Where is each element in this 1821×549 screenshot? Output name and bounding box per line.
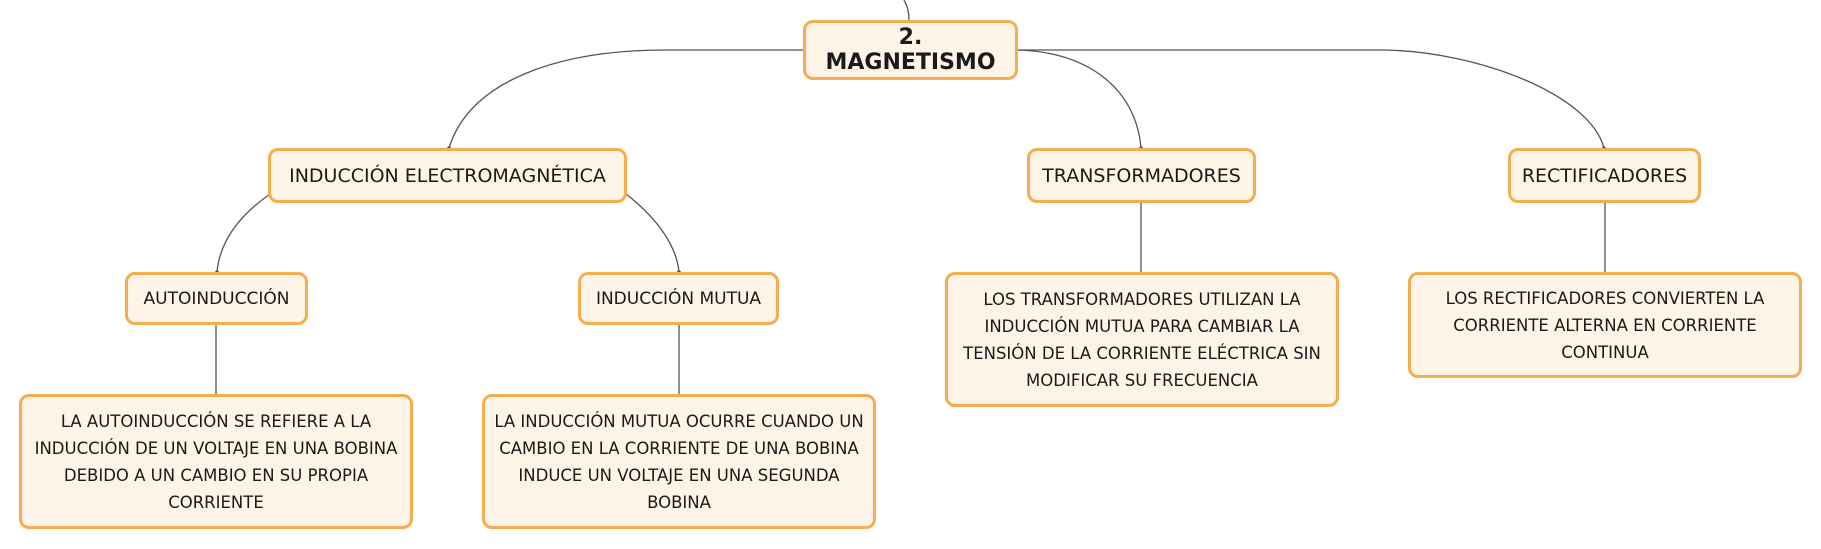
node-transformadores[interactable]: TRANSFORMADORES bbox=[1027, 148, 1256, 203]
connector-induccion-to-mutua bbox=[625, 193, 680, 273]
node-induccion-mutua[interactable]: INDUCCIÓN MUTUA bbox=[578, 272, 779, 325]
description-text: LOS RECTIFICADORES CONVIERTEN LA CORRIEN… bbox=[1445, 288, 1765, 362]
connector-root-to-transformadores bbox=[1016, 49, 1142, 149]
connector-induccion-to-autoinduccion bbox=[216, 193, 271, 273]
node-label: AUTOINDUCCIÓN bbox=[143, 288, 290, 309]
node-label: INDUCCIÓN MUTUA bbox=[595, 288, 762, 309]
node-label: RECTIFICADORES bbox=[1521, 164, 1688, 187]
node-autoinduccion-description[interactable]: LA AUTOINDUCCIÓN SE REFIERE A LA INDUCCI… bbox=[19, 394, 413, 529]
node-label: TRANSFORMADORES bbox=[1042, 164, 1241, 187]
connector-parent-to-root bbox=[903, 0, 910, 21]
description-text: LA INDUCCIÓN MUTUA OCURRE CUANDO UN CAMB… bbox=[494, 411, 864, 512]
node-autoinduccion[interactable]: AUTOINDUCCIÓN bbox=[125, 272, 308, 325]
node-rectificadores[interactable]: RECTIFICADORES bbox=[1508, 148, 1701, 203]
node-induccion-mutua-description[interactable]: LA INDUCCIÓN MUTUA OCURRE CUANDO UN CAMB… bbox=[482, 394, 876, 529]
description-text: LA AUTOINDUCCIÓN SE REFIERE A LA INDUCCI… bbox=[34, 411, 398, 512]
connector-root-to-rectificadores bbox=[1017, 49, 1605, 149]
root-node-label: 2. MAGNETISMO bbox=[825, 25, 996, 75]
node-induccion-electromagnetica[interactable]: INDUCCIÓN ELECTROMAGNÉTICA bbox=[268, 148, 627, 203]
root-node-magnetismo[interactable]: 2. MAGNETISMO bbox=[803, 20, 1018, 80]
node-transformadores-description[interactable]: LOS TRANSFORMADORES UTILIZAN LA INDUCCIÓ… bbox=[945, 272, 1339, 407]
node-label: INDUCCIÓN ELECTROMAGNÉTICA bbox=[289, 164, 606, 187]
description-text: LOS TRANSFORMADORES UTILIZAN LA INDUCCIÓ… bbox=[963, 289, 1321, 390]
node-rectificadores-description[interactable]: LOS RECTIFICADORES CONVIERTEN LA CORRIEN… bbox=[1408, 272, 1802, 378]
connector-root-to-induccion bbox=[448, 49, 803, 149]
